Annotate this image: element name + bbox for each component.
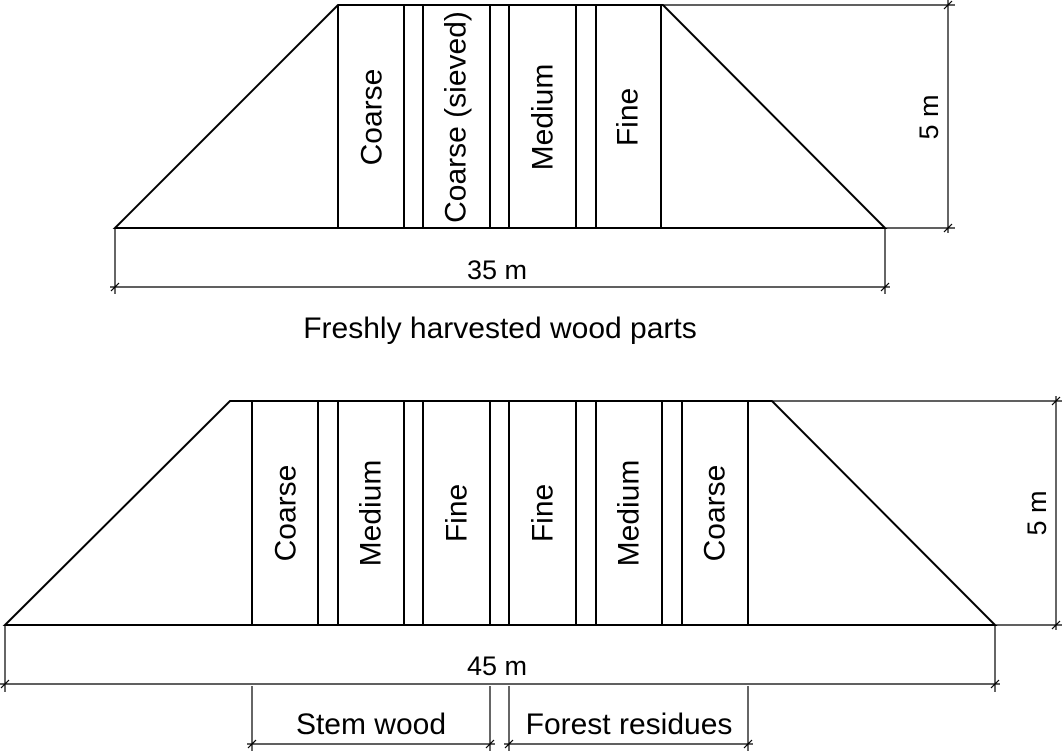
bottom-section-label: Coarse [699, 465, 732, 562]
top-pile-caption: Freshly harvested wood parts [303, 312, 697, 345]
top-section-label: Medium [527, 64, 560, 171]
bottom-height-dimension: 5 m [772, 396, 1062, 630]
bottom-width-dimension: 45 m [0, 625, 1000, 692]
bottom-height-label: 5 m [1022, 490, 1052, 535]
top-section-label: Fine [612, 88, 645, 146]
top-section-label: Coarse (sieved) [440, 11, 473, 223]
top-pile: Coarse Coarse (sieved) Medium Fine 35 m … [110, 0, 955, 345]
bottom-width-label: 45 m [467, 651, 527, 681]
top-width-label: 35 m [467, 255, 527, 285]
bottom-section-label: Fine [527, 484, 560, 542]
bottom-section-label: Coarse [270, 465, 303, 562]
bottom-section-label: Medium [613, 460, 646, 567]
group-label-forest-residues: Forest residues [526, 708, 733, 741]
bottom-pile-outline [2, 400, 998, 626]
top-section-label: Coarse [356, 69, 389, 166]
group-dimensions: Stem wood Forest residues [247, 686, 753, 751]
group-label-stem-wood: Stem wood [296, 708, 446, 741]
top-height-label: 5 m [914, 94, 944, 139]
top-height-dimension: 5 m [663, 0, 955, 233]
top-pile-outline [112, 4, 888, 229]
bottom-pile: Coarse Medium Fine Fine Medium Coarse 45… [0, 396, 1062, 751]
bottom-section-label: Fine [441, 484, 474, 542]
bottom-section-label: Medium [355, 460, 388, 567]
top-width-dimension: 35 m [110, 228, 890, 294]
